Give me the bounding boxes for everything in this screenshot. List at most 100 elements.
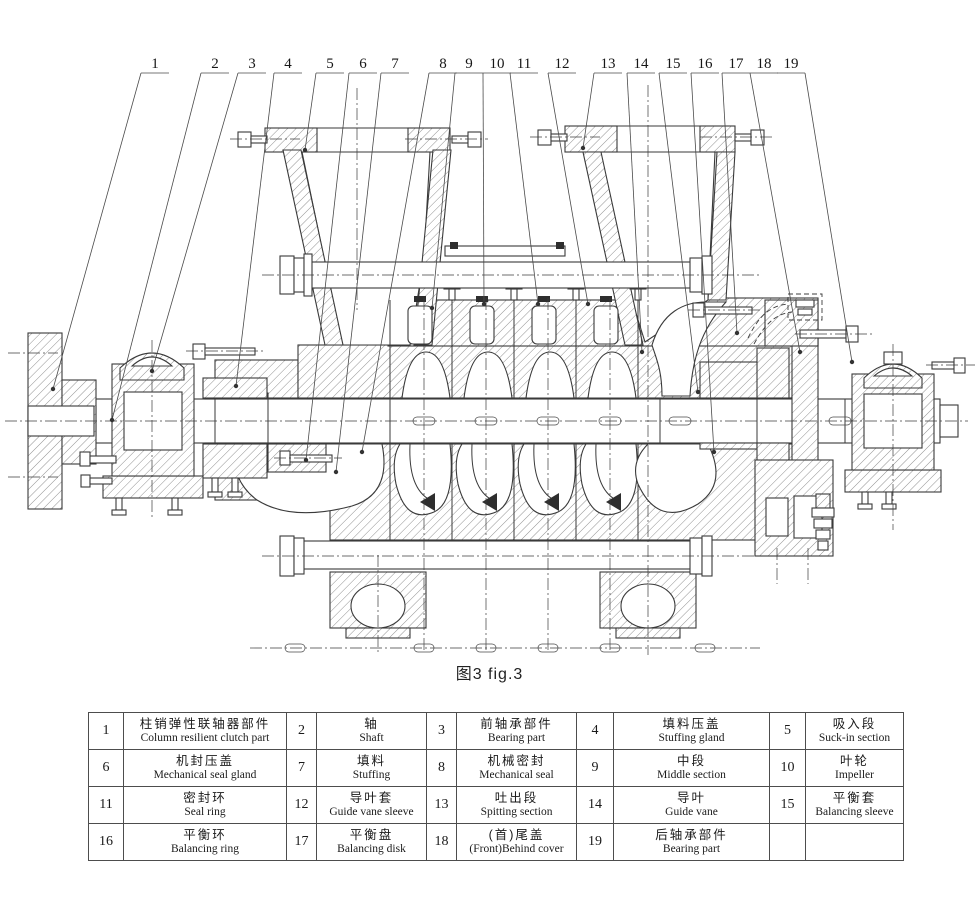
callout-dot xyxy=(359,449,365,455)
suction-section xyxy=(230,127,488,346)
centerlines xyxy=(5,85,968,655)
part-name-zh: 导叶套 xyxy=(349,791,394,805)
part-name-en: Column resilient clutch part xyxy=(140,732,270,744)
part-number-cell: 10 xyxy=(769,749,806,787)
part-desc-cell xyxy=(805,823,904,861)
callout-dot xyxy=(585,301,591,307)
part-name-zh: 前轴承部件 xyxy=(480,717,553,731)
part-name-en: Shaft xyxy=(359,732,384,744)
part-name-zh: 柱销弹性联轴器部件 xyxy=(139,717,271,731)
callout-dot xyxy=(797,349,803,355)
callout-dot xyxy=(50,386,56,392)
callout-dot xyxy=(580,145,586,151)
part-number-cell: 4 xyxy=(576,712,614,750)
part-name-zh: 轴 xyxy=(364,717,379,731)
part-number-cell: 3 xyxy=(426,712,457,750)
part-name-zh: 后轴承部件 xyxy=(655,828,728,842)
part-name-zh: 平衡盘 xyxy=(349,828,394,842)
part-name-en: Guide vane xyxy=(665,806,718,818)
part-name-en: Guide vane sleeve xyxy=(329,806,414,818)
callout-number-3: 3 xyxy=(248,56,256,72)
callout-leader xyxy=(335,72,382,473)
part-name-en: Stuffing xyxy=(352,769,391,781)
part-name-zh: 吸入段 xyxy=(832,717,877,731)
callout-dot xyxy=(734,330,740,336)
callout-leader xyxy=(690,72,715,453)
callout-dot xyxy=(149,368,155,374)
part-number-cell: 8 xyxy=(426,749,457,787)
seal-gland-package xyxy=(186,343,342,498)
part-name-en: Mechanical seal xyxy=(479,769,554,781)
part-name-en: Mechanical seal gland xyxy=(153,769,257,781)
callout-dot xyxy=(695,389,701,395)
part-number-cell: 6 xyxy=(88,749,124,787)
callout-number-9: 9 xyxy=(465,56,473,72)
part-name-en: Middle section xyxy=(657,769,726,781)
pump-feet xyxy=(329,571,697,639)
callout-dot xyxy=(711,449,717,455)
tie-rods xyxy=(262,242,760,577)
callout-number-2: 2 xyxy=(211,56,219,72)
callout-number-1: 1 xyxy=(151,56,159,72)
part-name-zh: (首)尾盖 xyxy=(488,828,545,842)
part-name-en: Balancing sleeve xyxy=(815,806,894,818)
part-name-zh: 中段 xyxy=(676,754,706,768)
part-number-cell: 9 xyxy=(576,749,614,787)
callout-number-8: 8 xyxy=(439,56,447,72)
callout-number-12: 12 xyxy=(555,56,570,72)
callout-number-14: 14 xyxy=(634,56,650,72)
callout-leader xyxy=(111,72,202,421)
part-name-zh: 填料压盖 xyxy=(662,717,721,731)
callout-number-18: 18 xyxy=(757,56,772,72)
callout-number-15: 15 xyxy=(666,56,681,72)
callout-leader xyxy=(804,72,853,363)
callout-number-5: 5 xyxy=(326,56,334,72)
callout-number-7: 7 xyxy=(391,56,399,72)
part-name-en: Balancing ring xyxy=(170,843,240,855)
callout-number-6: 6 xyxy=(359,56,367,72)
callout-dot xyxy=(333,469,339,475)
callout-number-17: 17 xyxy=(729,56,745,72)
part-name-en: Bearing part xyxy=(487,732,546,744)
part-name-en: Suck-in section xyxy=(818,732,891,744)
part-name-en: Impeller xyxy=(835,769,874,781)
callout-number-4: 4 xyxy=(284,56,292,72)
callout-leader xyxy=(235,72,275,387)
part-name-zh: 导叶 xyxy=(676,791,706,805)
part-name-zh: 叶轮 xyxy=(839,754,869,768)
part-number-cell: 1 xyxy=(88,712,124,750)
part-name-en: Balancing disk xyxy=(337,843,406,855)
rear-bearing xyxy=(844,344,975,530)
part-number-cell xyxy=(769,823,806,861)
part-number-cell: 18 xyxy=(426,823,457,861)
figure-caption: 图3 fig.3 xyxy=(455,666,524,683)
callout-leader xyxy=(509,72,539,305)
callout-leader xyxy=(304,72,317,151)
callout-dot xyxy=(535,301,541,307)
part-number-cell: 15 xyxy=(769,786,806,824)
part-number-cell: 16 xyxy=(88,823,124,861)
part-number-cell: 14 xyxy=(576,786,614,824)
callout-dot xyxy=(639,349,645,355)
callout-number-11: 11 xyxy=(517,56,531,72)
